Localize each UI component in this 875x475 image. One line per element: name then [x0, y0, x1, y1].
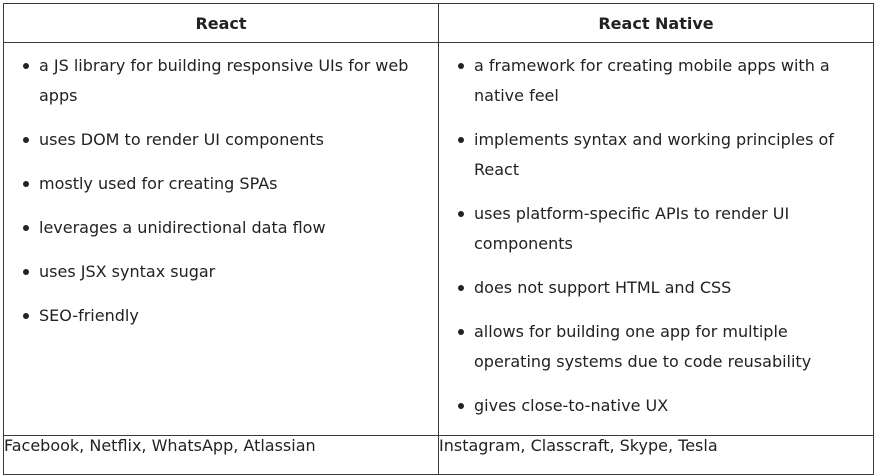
list-item: implements syntax and working principles… [458, 125, 867, 185]
list-item: uses DOM to render UI components [23, 125, 432, 155]
list-item: SEO-friendly [23, 301, 432, 331]
bullet-icon [458, 403, 464, 409]
list-item-text: leverages a unidirectional data flow [39, 218, 326, 237]
react-native-feature-list: a framework for creating mobile apps wit… [439, 43, 873, 421]
list-item-text: gives close-to-native UX [474, 396, 669, 415]
list-item: gives close-to-native UX [458, 391, 867, 421]
list-item-text: uses JSX syntax sugar [39, 262, 216, 281]
react-users-cell: Facebook, Netflix, WhatsApp, Atlassian [3, 435, 439, 475]
list-item-text: uses DOM to render UI components [39, 130, 324, 149]
bullet-icon [458, 137, 464, 143]
react-features-cell: a JS library for building responsive UIs… [3, 42, 439, 436]
list-item: a framework for creating mobile apps wit… [458, 51, 867, 111]
column-header-react: React [3, 3, 439, 43]
bullet-icon [458, 329, 464, 335]
features-row: a JS library for building responsive UIs… [3, 42, 874, 436]
react-native-users-cell: Instagram, Classcraft, Skype, Tesla [438, 435, 874, 475]
bullet-icon [23, 137, 29, 143]
bullet-icon [23, 225, 29, 231]
list-item-text: uses platform-specific APIs to render UI… [474, 204, 790, 253]
list-item-text: does not support HTML and CSS [474, 278, 732, 297]
list-item: uses JSX syntax sugar [23, 257, 432, 287]
bullet-icon [458, 63, 464, 69]
react-feature-list: a JS library for building responsive UIs… [4, 43, 438, 331]
list-item: leverages a unidirectional data flow [23, 213, 432, 243]
list-item-text: a framework for creating mobile apps wit… [474, 56, 830, 105]
list-item: mostly used for creating SPAs [23, 169, 432, 199]
header-row: React React Native [3, 3, 874, 43]
list-item-text: implements syntax and working principles… [474, 130, 834, 179]
react-native-features-cell: a framework for creating mobile apps wit… [438, 42, 874, 436]
list-item-text: mostly used for creating SPAs [39, 174, 278, 193]
bullet-icon [458, 211, 464, 217]
users-row: Facebook, Netflix, WhatsApp, Atlassian I… [3, 435, 874, 475]
comparison-table: React React Native a JS library for buil… [3, 3, 874, 475]
bullet-icon [23, 63, 29, 69]
bullet-icon [458, 285, 464, 291]
list-item: allows for building one app for multiple… [458, 317, 867, 377]
list-item-text: SEO-friendly [39, 306, 139, 325]
list-item: does not support HTML and CSS [458, 273, 867, 303]
list-item-text: a JS library for building responsive UIs… [39, 56, 409, 105]
column-header-react-native: React Native [438, 3, 874, 43]
bullet-icon [23, 269, 29, 275]
bullet-icon [23, 313, 29, 319]
list-item: a JS library for building responsive UIs… [23, 51, 432, 111]
bullet-icon [23, 181, 29, 187]
list-item-text: allows for building one app for multiple… [474, 322, 812, 371]
list-item: uses platform-specific APIs to render UI… [458, 199, 867, 259]
